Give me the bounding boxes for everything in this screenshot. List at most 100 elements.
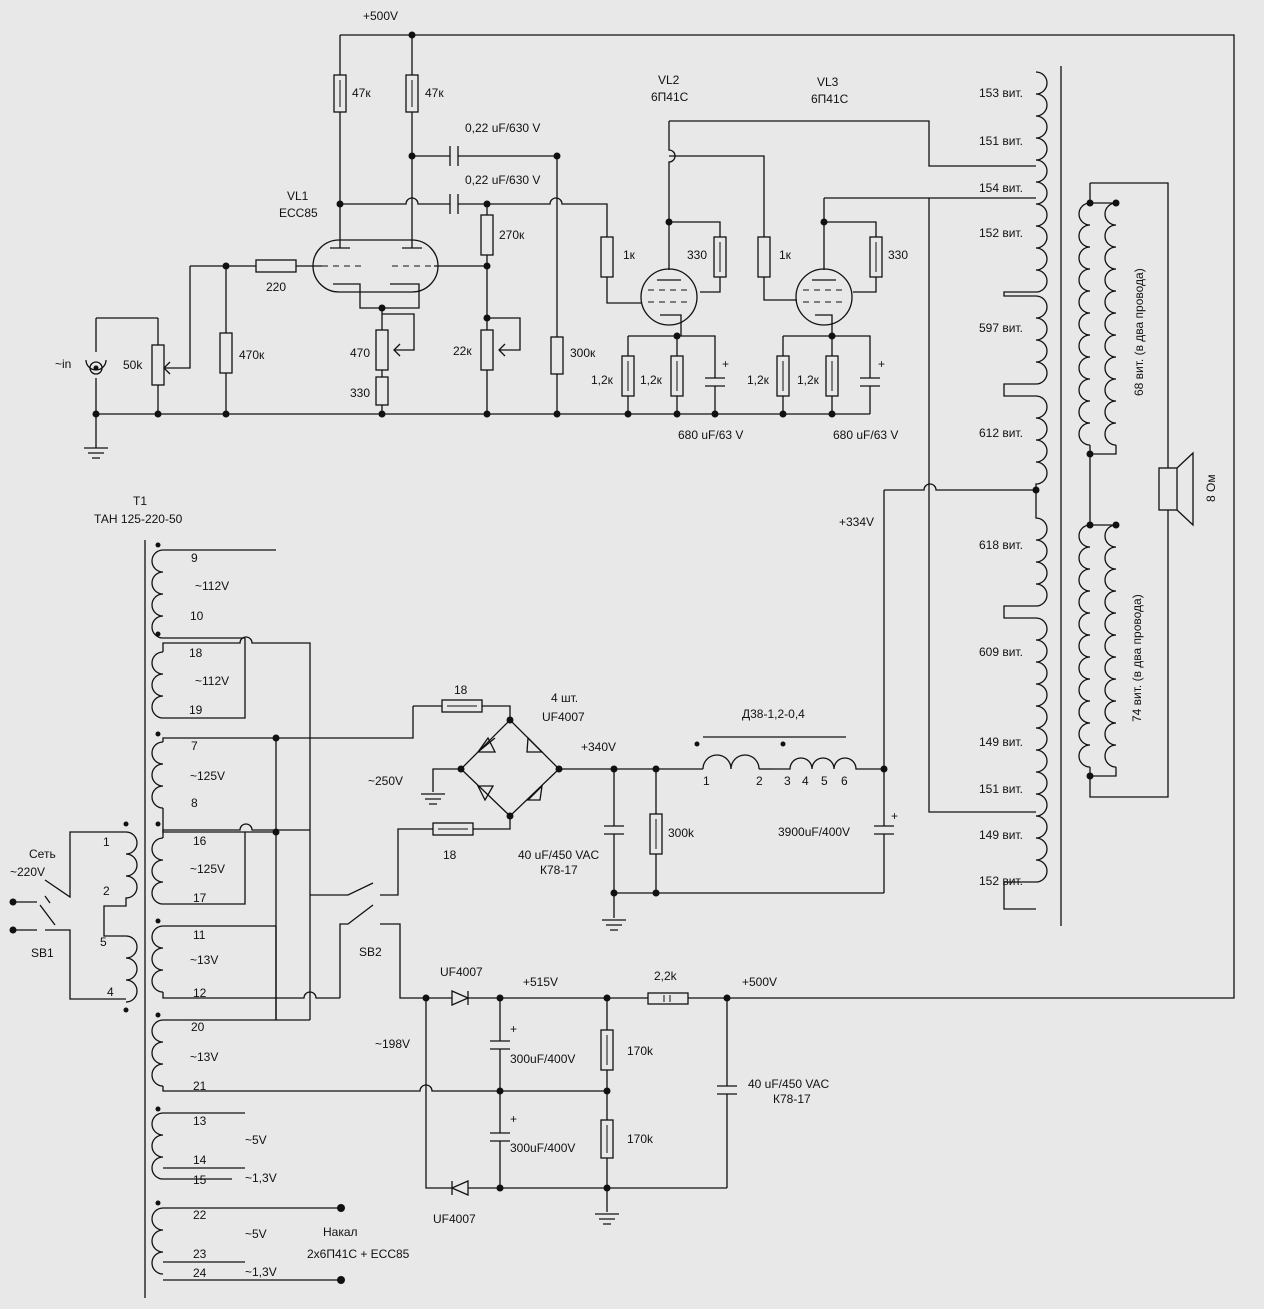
pin-13: 13 [193, 1114, 207, 1128]
label-13v-a: ~13V [190, 953, 218, 967]
label-470k: 470к [239, 348, 265, 362]
label-220: 220 [266, 280, 286, 294]
label-p22k: 22к [453, 344, 472, 358]
label-sec-top: 68 вит. (в два провода) [1132, 268, 1146, 396]
label-sec-bot: 74 вит. (в два провода) [1130, 594, 1144, 722]
ot-turns-12: 152 вит. [979, 874, 1023, 888]
label-330-cathode: 330 [350, 386, 370, 400]
potentiometer-470 [375, 329, 389, 371]
label-18-a: 18 [454, 683, 468, 697]
pin-choke-5: 5 [821, 774, 828, 788]
resistor-2-2k [647, 992, 689, 1005]
label-heater: Накал [323, 1225, 358, 1239]
label-sb1: SB1 [31, 946, 54, 960]
label-c3900: 3900uF/400V [778, 825, 850, 839]
speaker-icon [1158, 467, 1178, 511]
label-speaker: 8 Ом [1204, 474, 1218, 502]
diode-top-icon [451, 990, 470, 1006]
input-stage: +500V 47к 47к 0,22 uF/630 V 0,22 uF/630 … [55, 9, 1235, 999]
pin-16: 16 [193, 834, 207, 848]
label-330-vl2: 330 [687, 248, 707, 262]
label-vl3: VL3 [817, 75, 839, 89]
label-uf4007-top: UF4007 [440, 965, 483, 979]
tube-vl3 [795, 268, 853, 326]
label-500v-top: +500V [363, 9, 398, 23]
power-transformer: T1 ТАН 125-220-50 Сеть ~220V SB1 1 2 5 4… [9, 494, 500, 1298]
label-198v: ~198V [375, 1037, 410, 1051]
pin-7: 7 [191, 739, 198, 753]
label-340v: +340V [581, 740, 616, 754]
pin-choke-1: 1 [703, 774, 710, 788]
diode-bot-icon [450, 1180, 469, 1196]
label-1-2k-c: 1,2к [747, 373, 770, 387]
tube-vl2 [640, 268, 698, 326]
label-mains-v: ~220V [10, 865, 45, 879]
potentiometer-22k [480, 329, 494, 371]
pin-22: 22 [193, 1208, 207, 1222]
label-heater-load: 2х6П41С + ECC85 [307, 1247, 410, 1261]
label-13v-b: ~13V [190, 1050, 218, 1064]
resistor-330-cathode [375, 376, 389, 406]
label-c300-b: 300uF/400V [510, 1141, 575, 1155]
label-c022-a: 0,22 uF/630 V [465, 121, 540, 135]
label-47k-a: 47к [352, 86, 371, 100]
label-c40-a: 40 uF/450 VAC [518, 848, 599, 862]
pin-choke-3: 3 [784, 774, 791, 788]
pin-20: 20 [191, 1020, 205, 1034]
ot-turns-9: 149 вит. [979, 735, 1023, 749]
bridge-rectifier: 18 18 4 шт. UF4007 ~250V +340V 300k [276, 490, 898, 931]
label-plus-vl2: + [722, 357, 729, 371]
resistor-220 [255, 259, 297, 273]
label-300k: 300к [570, 346, 596, 360]
label-1k-vl2: 1к [623, 248, 636, 262]
pin-p1: 1 [103, 835, 110, 849]
pin-8: 8 [191, 796, 198, 810]
label-50k: 50k [123, 358, 143, 372]
label-125v-a: ~125V [190, 769, 225, 783]
label-choke: Д38-1,2-0,4 [742, 707, 805, 721]
resistor-300k [550, 336, 564, 375]
label-18-b: 18 [443, 848, 457, 862]
label-680-vl3: 680 uF/63 V [833, 428, 898, 442]
pin-9: 9 [191, 551, 198, 565]
label-2-2k: 2,2k [654, 969, 678, 983]
output-stage: VL2 6П41С VL3 6П41С 1к 330 + 1,2к 1,2к 6… [591, 73, 1036, 442]
label-t1-type: ТАН 125-220-50 [94, 512, 183, 526]
label-1-2k-d: 1,2к [797, 373, 820, 387]
label-250v: ~250V [368, 774, 403, 788]
label-500v-right: +500V [742, 975, 777, 989]
pin-p5: 5 [100, 935, 107, 949]
resistor-270k [480, 214, 494, 256]
ot-turns-8: 609 вит. [979, 645, 1023, 659]
label-c40-b-type: К78-17 [773, 1092, 811, 1106]
pin-p4: 4 [107, 985, 114, 999]
resistor-1k-vl2 [600, 236, 614, 278]
label-bridge-qty: 4 шт. [551, 691, 578, 705]
pin-choke-2: 2 [756, 774, 763, 788]
label-plus-vl3: + [878, 357, 885, 371]
label-vl1-type: ECC85 [279, 206, 318, 220]
label-vl2-type: 6П41С [651, 90, 689, 104]
label-vl1: VL1 [287, 189, 309, 203]
pin-18: 18 [189, 646, 203, 660]
label-47k-b: 47к [425, 86, 444, 100]
label-plus-300-a: + [510, 1022, 517, 1036]
label-sb2: SB2 [359, 945, 382, 959]
label-300k-b: 300k [668, 826, 695, 840]
resistor-1k-vl3 [757, 236, 771, 278]
label-vl3-type: 6П41С [811, 92, 849, 106]
pin-23: 23 [193, 1247, 207, 1261]
label-680-vl2: 680 uF/63 V [678, 428, 743, 442]
label-plus-300-b: + [510, 1112, 517, 1126]
label-c300-a: 300uF/400V [510, 1052, 575, 1066]
pin-21: 21 [193, 1079, 207, 1093]
label-170k-b: 170k [627, 1132, 654, 1146]
label-112v-b: ~112V [195, 674, 229, 688]
label-334v: +334V [839, 515, 874, 529]
input-jack-icon[interactable] [89, 361, 103, 375]
label-p470: 470 [350, 346, 370, 360]
label-270k: 270к [499, 228, 525, 242]
pin-19: 19 [189, 703, 203, 717]
voltage-doubler: ~198V UF4007 UF4007 +515V + + 300uF/400V… [375, 965, 829, 1226]
